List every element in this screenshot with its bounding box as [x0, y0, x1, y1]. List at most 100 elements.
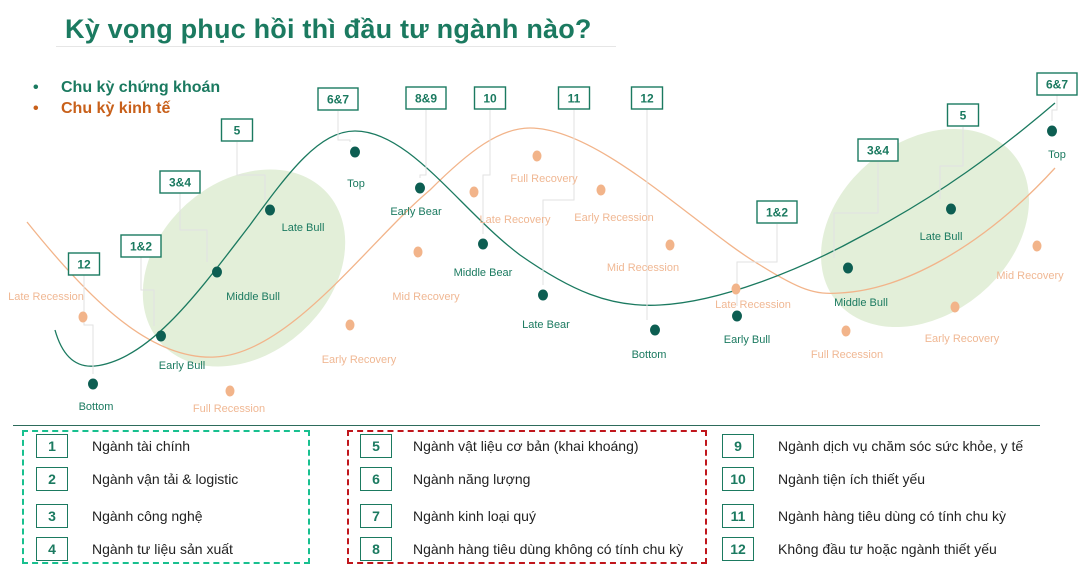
sector-number: 11	[722, 504, 754, 528]
connector-line	[736, 224, 778, 306]
economic-stage-dot	[950, 301, 960, 313]
economic-stage-label: Late Recovery	[480, 214, 551, 226]
sector-badge-label: 1&2	[130, 240, 152, 254]
connector-line	[939, 127, 964, 199]
sector-badge	[159, 170, 201, 194]
stock-stage-label: Late Bull	[920, 231, 963, 243]
sector-badge	[630, 86, 664, 110]
sector-label: Ngành vật liệu cơ bản (khai khoáng)	[413, 438, 639, 454]
economic-stage-label: Full Recession	[193, 403, 265, 415]
sector-number: 8	[360, 537, 392, 561]
stock-stage-label: Top	[347, 178, 365, 190]
economic-stage-dot	[596, 184, 606, 196]
sector-badge	[1036, 72, 1078, 96]
legend-stock-cycle: • Chu kỳ chứng khoán	[33, 79, 220, 97]
sector-badge-label: 5	[234, 124, 241, 138]
sector-number: 4	[36, 537, 68, 561]
economic-stage-label: Mid Recovery	[392, 291, 460, 303]
sector-badge-label: 3&4	[169, 176, 191, 190]
stock-stage-label: Late Bull	[282, 222, 325, 234]
stock-stage-label: Middle Bull	[226, 291, 280, 303]
economic-stage-label: Mid Recovery	[996, 270, 1064, 282]
sector-label: Ngành tài chính	[92, 438, 191, 454]
economic-stage-dot	[532, 150, 542, 162]
sector-badge-label: 6&7	[1046, 78, 1068, 92]
economic-stage-label: Full Recession	[811, 349, 883, 361]
sector-label: Ngành tiện ích thiết yếu	[778, 471, 926, 487]
stock-stage-label: Middle Bull	[834, 297, 888, 309]
sector-label: Ngành dịch vụ chăm sóc sức khỏe, y tế	[778, 438, 1024, 454]
sector-badge	[405, 86, 447, 110]
connector-line	[337, 111, 351, 142]
connector-line	[482, 110, 491, 234]
sector-number: 3	[36, 504, 68, 528]
sector-label: Ngành công nghệ	[92, 508, 203, 524]
stock-stage-dot	[538, 289, 548, 301]
page-title: Kỳ vọng phục hồi thì đầu tư ngành nào?	[65, 14, 592, 44]
sector-badge	[220, 118, 254, 142]
stock-stage-dot	[946, 203, 956, 215]
economic-stage-dot	[345, 319, 355, 331]
connector-line	[833, 162, 879, 258]
economic-stage-label: Early Recession	[574, 212, 653, 224]
legend-economic-cycle: •Chu kỳ kinh tế	[33, 100, 170, 118]
sector-badge-label: 12	[640, 92, 654, 106]
economic-stage-dot	[731, 283, 741, 295]
sector-badge	[120, 234, 162, 258]
sector-label: Ngành kinh loại quý	[413, 508, 536, 524]
economic-stage-dot	[413, 246, 423, 258]
stock-stage-label: Bottom	[632, 349, 667, 361]
sector-label: Ngành năng lượng	[413, 471, 531, 487]
sector-label: Ngành hàng tiêu dùng có tính chu kỳ	[778, 508, 1007, 524]
sector-number: 2	[36, 467, 68, 491]
sector-label: Ngành tư liệu sản xuất	[92, 541, 233, 557]
sector-number: 12	[722, 537, 754, 561]
sector-number: 5	[360, 434, 392, 458]
sector-badge-label: 5	[960, 109, 967, 123]
sector-badge	[946, 103, 980, 127]
sector-badge-label: 3&4	[867, 144, 889, 158]
connector-line	[542, 110, 575, 285]
connector-line	[1051, 95, 1058, 121]
highlight-ellipse-left	[142, 169, 346, 367]
sector-label: Ngành hàng tiêu dùng không có tính chu k…	[413, 541, 684, 557]
economic-stage-label: Early Recovery	[925, 333, 1000, 345]
sector-number: 1	[36, 434, 68, 458]
stock-stage-dot	[265, 204, 275, 216]
sector-badge	[857, 138, 899, 162]
stock-stage-dot	[1047, 125, 1057, 137]
sector-badge	[67, 252, 101, 276]
sector-badge-label: 11	[568, 92, 581, 106]
sector-badge	[473, 86, 507, 110]
sector-number: 7	[360, 504, 392, 528]
stock-stage-dot	[350, 146, 360, 158]
economic-stage-label: Late Recession	[8, 291, 84, 303]
economic-stage-dot	[1032, 240, 1042, 252]
stock-stage-dot	[156, 330, 166, 342]
sector-badge	[317, 87, 359, 111]
title-underline	[56, 46, 616, 47]
legend-label: Chu kỳ chứng khoán	[61, 79, 221, 96]
stock-stage-label: Late Bear	[522, 319, 570, 331]
economic-stage-dot	[841, 325, 851, 337]
bullet-icon: •	[33, 100, 39, 117]
stock-stage-label: Middle Bear	[454, 267, 513, 279]
stock-stage-dot	[650, 324, 660, 336]
stock-stage-label: Early Bull	[724, 334, 770, 346]
sector-number: 6	[360, 467, 392, 491]
economic-stage-dot	[469, 186, 479, 198]
economic-cycle-curve	[26, 127, 1056, 358]
stock-stage-dot	[843, 262, 853, 274]
economic-stage-dot	[665, 239, 675, 251]
sector-badge-label: 10	[483, 92, 497, 106]
bullet-icon: •	[33, 79, 39, 96]
connector-line	[83, 275, 94, 374]
stock-stage-dot	[478, 238, 488, 250]
highlight-ellipse-right	[820, 128, 1030, 328]
economic-stage-label: Late Recession	[715, 299, 791, 311]
sector-group-early	[22, 430, 310, 564]
sector-badge-label: 6&7	[327, 93, 349, 107]
economic-stage-label: Mid Recession	[607, 262, 679, 274]
sector-badge	[756, 200, 798, 224]
